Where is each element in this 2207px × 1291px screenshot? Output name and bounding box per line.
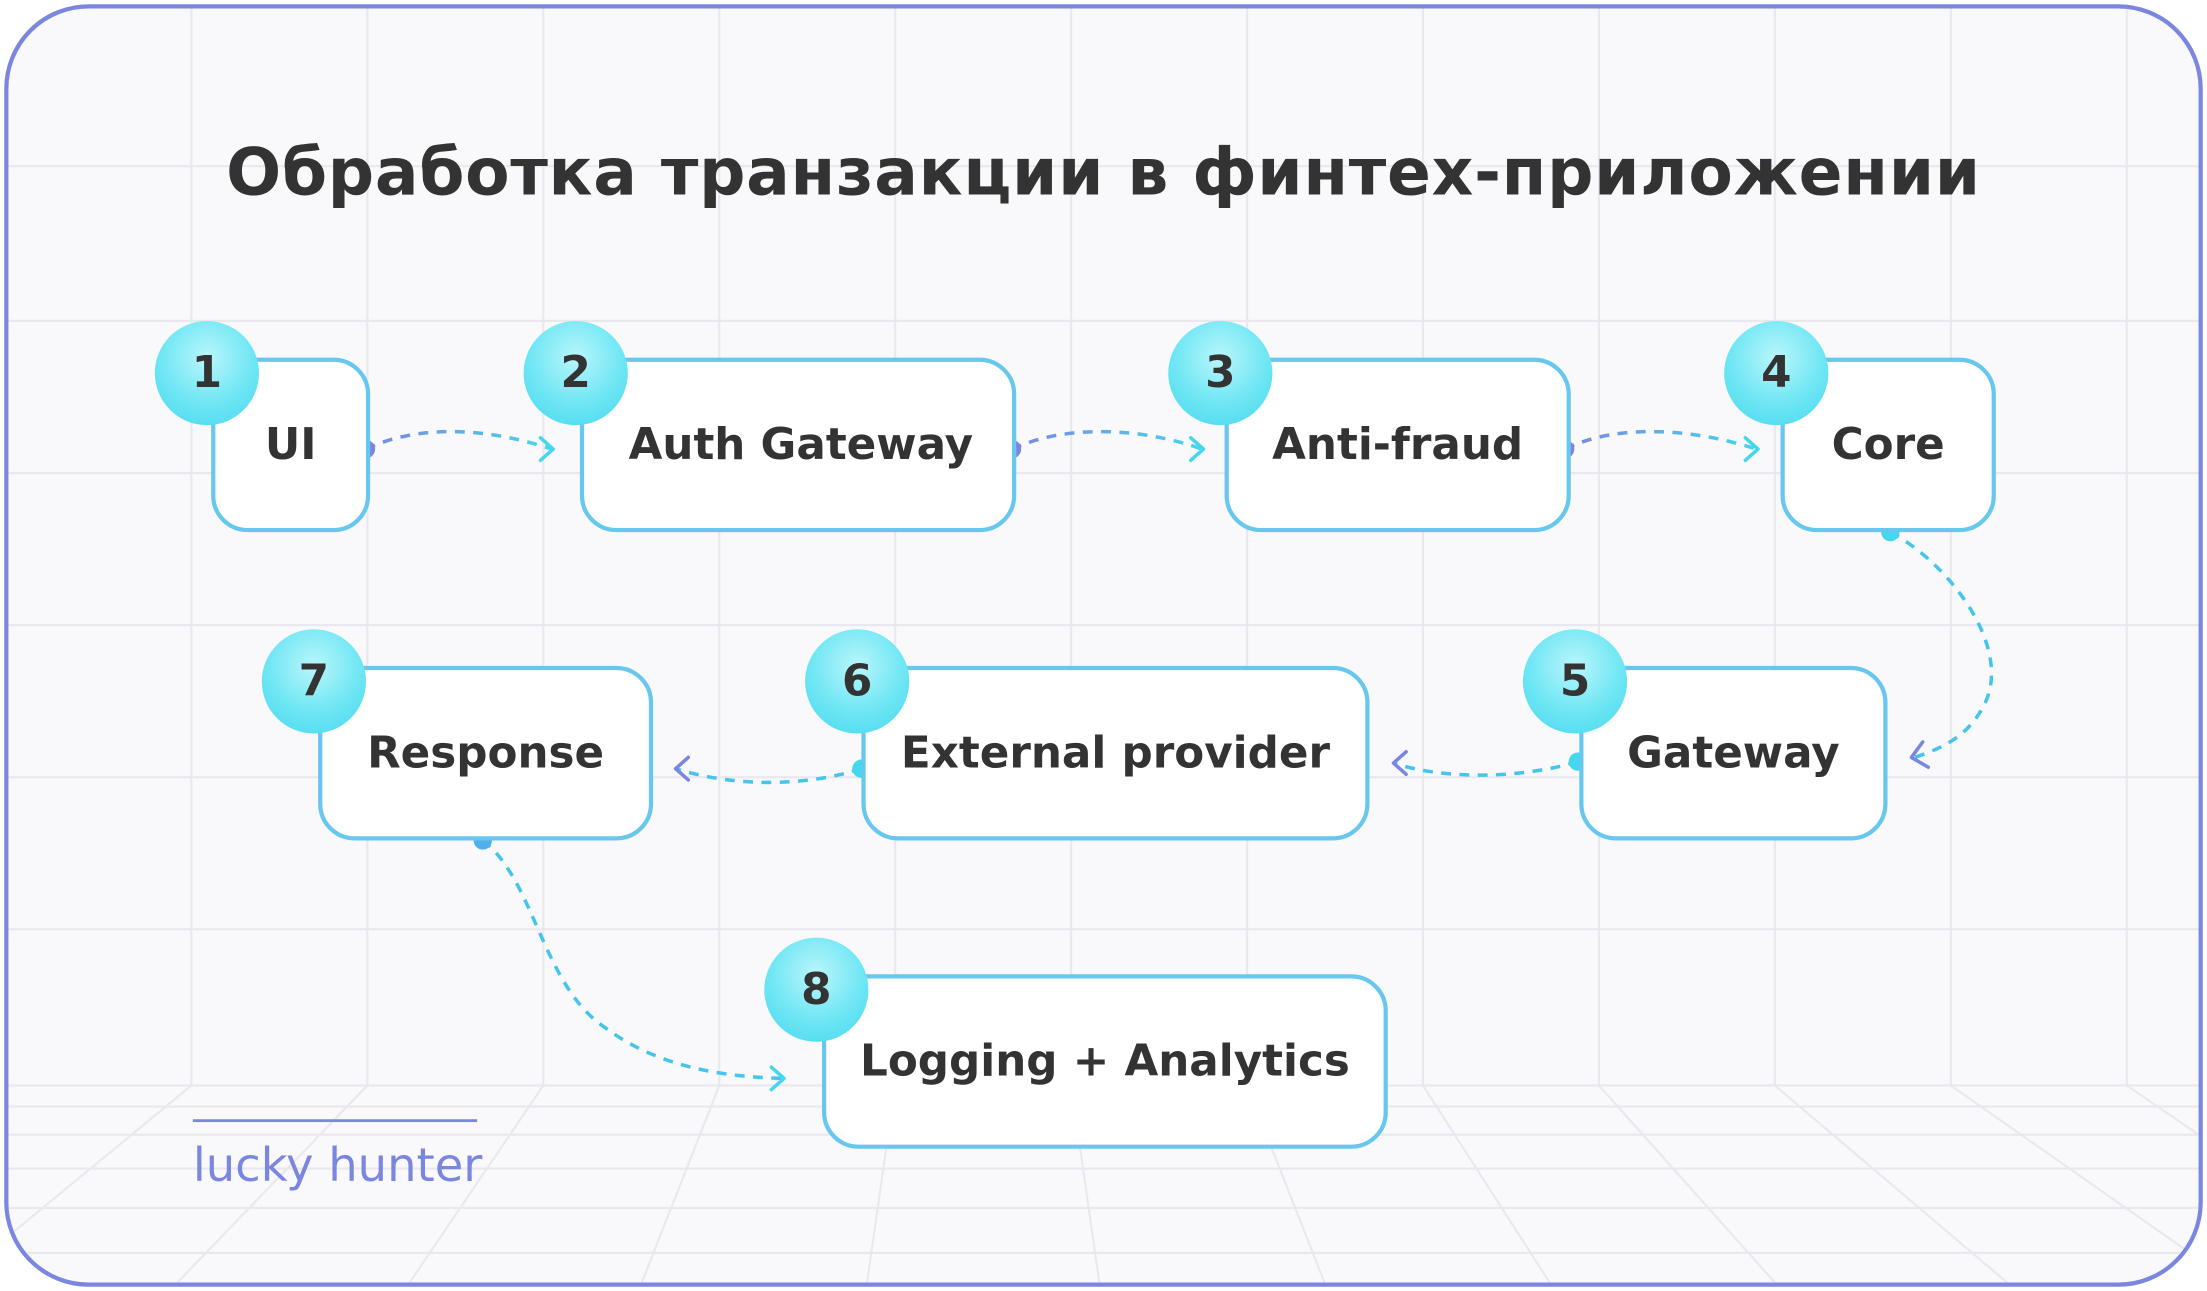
arrow-6-7	[675, 767, 862, 785]
step-node-logging-analytics: Logging + Analytics	[821, 974, 1388, 1149]
step-number-badge: 8	[764, 937, 869, 1042]
step-node-gateway: Gateway	[1579, 665, 1888, 841]
step-node-anti-fraud: Anti-fraud	[1224, 357, 1571, 533]
arrow-7-8	[481, 839, 783, 1081]
step-number-badge: 3	[1168, 320, 1273, 426]
arrow-5-6	[1392, 759, 1579, 777]
step-number-badge: 4	[1724, 320, 1829, 426]
arrow-1-2	[365, 429, 553, 451]
step-label: Response	[367, 727, 605, 779]
step-number-badge: 6	[805, 629, 910, 734]
step-number-badge: 5	[1522, 629, 1628, 734]
step-label: Logging + Analytics	[860, 1036, 1350, 1087]
arrow-2-3	[1011, 429, 1203, 451]
step-node-response: Response	[318, 665, 654, 841]
step-node-auth-gateway: Auth Gateway	[579, 357, 1017, 533]
step-label: Core	[1831, 419, 1945, 471]
step-node-external-provider: External provider	[861, 665, 1370, 841]
arrow-3-4	[1564, 429, 1758, 451]
step-label: Anti-fraud	[1272, 419, 1524, 471]
brand-logo: lucky hunter	[192, 1137, 483, 1193]
step-number-badge: 7	[261, 629, 366, 734]
step-number-badge: 2	[523, 320, 628, 426]
diagram-title: Обработка транзакции в финтех-приложении	[226, 133, 1981, 210]
arrow-4-5	[1889, 530, 1994, 760]
step-number-badge: 1	[154, 320, 259, 426]
step-label: UI	[264, 419, 317, 471]
step-node-ui: UI	[211, 357, 371, 533]
step-label: Auth Gateway	[628, 419, 974, 471]
step-label: Gateway	[1627, 727, 1840, 779]
step-label: External provider	[900, 727, 1330, 779]
logo-divider	[192, 1119, 478, 1123]
